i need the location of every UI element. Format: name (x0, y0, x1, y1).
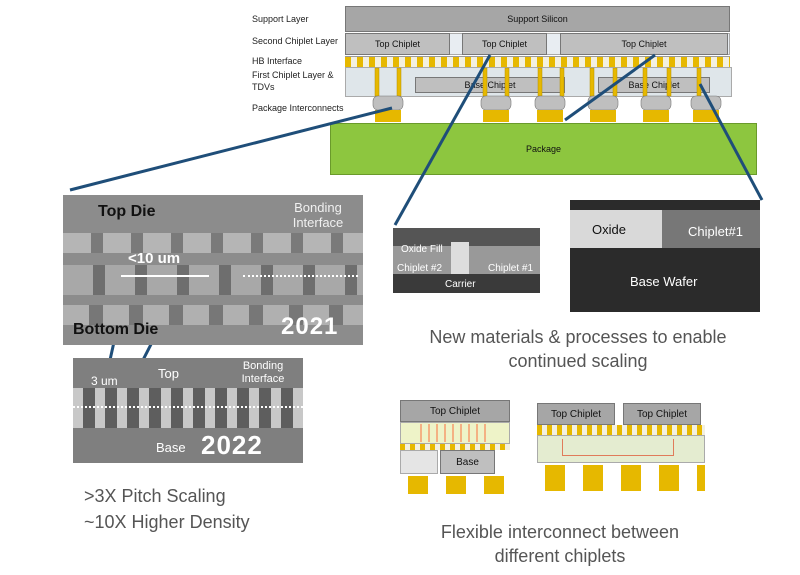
caption-density: ~10X Higher Density (84, 512, 250, 532)
mini1-base: Base (440, 450, 495, 474)
caption-pitch-scaling: >3X Pitch Scaling (84, 486, 226, 506)
base-chiplet-1: Base Chiplet (415, 77, 565, 93)
package-bumps (372, 67, 722, 122)
small-sem-oxide-fill: Oxide Fill (401, 244, 443, 255)
sem-image-2021: Top Die Bottom Die Bonding Interface <10… (63, 195, 363, 345)
label-support-layer: Support Layer (252, 14, 309, 24)
mini1-top-chiplet: Top Chiplet (400, 400, 510, 422)
oxide-label: Oxide (592, 222, 626, 237)
top-chiplet-2: Top Chiplet (462, 33, 547, 55)
mini2-top-chiplet-left: Top Chiplet (537, 403, 615, 425)
sem2021-pitch-label: <10 um (128, 250, 181, 267)
label-package-interconnects: Package Interconnects (252, 103, 344, 113)
sem2022-year: 2022 (201, 430, 263, 460)
support-silicon: Support Silicon (345, 6, 730, 32)
label-second-chiplet-layer: Second Chiplet Layer (252, 36, 339, 46)
base-wafer-label: Base Wafer (630, 274, 698, 289)
base-chiplet-2: Base Chiplet (598, 77, 710, 93)
package-substrate: Package (330, 123, 757, 175)
sem2021-year: 2021 (281, 313, 339, 340)
sem2021-top-die: Top Die (98, 203, 156, 220)
label-hb-interface: HB Interface (252, 56, 303, 66)
sem-image-2022: Top Base 3 um Bonding Interface 2022 (73, 358, 303, 463)
sem2022-pitch-label: 3 um (91, 374, 118, 388)
small-sem-carrier: Carrier (445, 279, 476, 290)
mini-diagram-multi: Top Chiplet Top Chiplet (537, 403, 712, 495)
caption-flexible: Flexible interconnect between different … (440, 522, 680, 566)
label-tdvs: TDVs (252, 82, 275, 92)
sem2021-bonding-line (243, 275, 358, 277)
sem2021-pitch-arrow (121, 275, 209, 277)
sem-base-wafer: Oxide Chiplet#1 Base Wafer (570, 200, 760, 312)
chiplet1-label: Chiplet#1 (688, 224, 743, 239)
top-chiplet-1: Top Chiplet (345, 33, 450, 55)
mini-diagram-single: Top Chiplet Base (400, 400, 510, 495)
top-chiplet-3: Top Chiplet (560, 33, 728, 55)
sem-oxide-fill: Oxide Fill Chiplet #2 Chiplet #1 Carrier (393, 228, 540, 293)
sem2021-bottom-die: Bottom Die (73, 321, 159, 338)
mini2-top-chiplet-right: Top Chiplet (623, 403, 701, 425)
sem2022-base: Base (156, 440, 186, 455)
sem2021-bonding-label: Bonding Interface (292, 200, 344, 230)
sem2022-bonding-label: Bonding Interface (241, 360, 285, 385)
sem2022-top: Top (158, 366, 179, 381)
label-first-chiplet-layer: First Chiplet Layer & (252, 70, 334, 80)
small-sem-chiplet1: Chiplet #1 (488, 263, 534, 274)
small-sem-chiplet2: Chiplet #2 (397, 263, 443, 274)
caption-materials: New materials & processes to enable cont… (429, 327, 727, 371)
